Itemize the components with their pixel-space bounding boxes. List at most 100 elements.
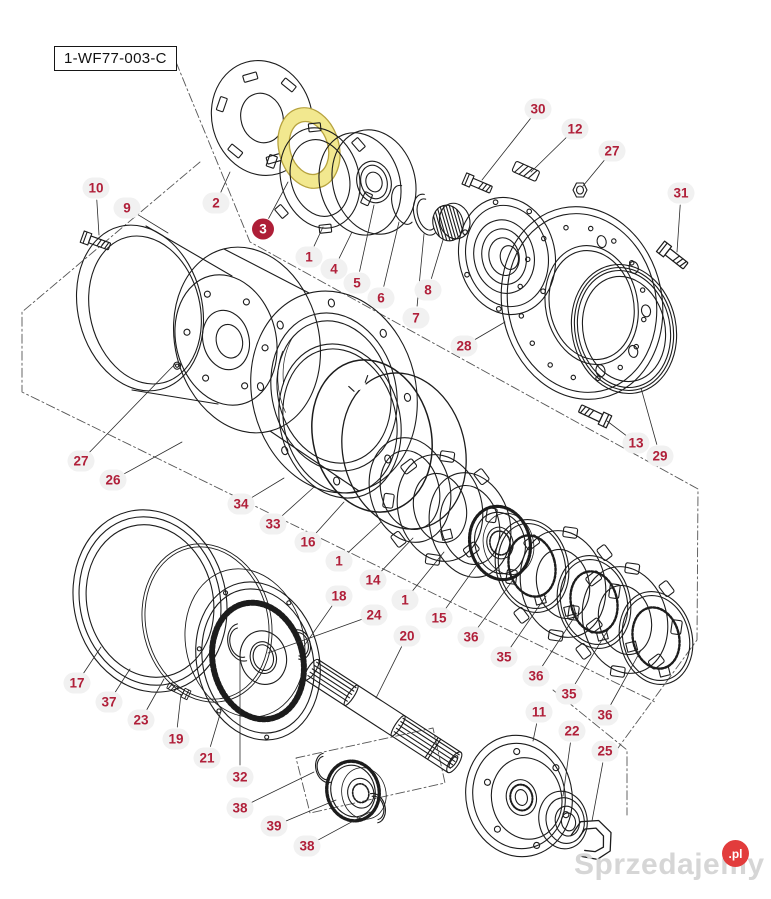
leader-line-22 — [562, 742, 571, 797]
leader-line-11 — [532, 723, 537, 742]
leader-line-2 — [220, 171, 231, 193]
callout-31: 31 — [667, 182, 695, 204]
leader-line-10 — [96, 199, 100, 236]
leader-line-12 — [530, 136, 567, 173]
callout-6: 6 — [367, 287, 395, 309]
circlip-right — [291, 629, 312, 660]
callout-1: 1 — [391, 589, 419, 611]
leader-line-36 — [610, 649, 642, 705]
callout-39: 39 — [260, 815, 288, 837]
leader-line-5 — [359, 204, 375, 272]
leader-line-15 — [445, 561, 480, 609]
leader-line-35 — [574, 629, 609, 685]
callout-27: 27 — [598, 140, 626, 162]
callout-7: 7 — [402, 307, 430, 329]
callout-35: 35 — [555, 683, 583, 705]
callout-26: 26 — [99, 469, 127, 491]
callout-18: 18 — [325, 585, 353, 607]
leader-line-19 — [176, 693, 182, 728]
leader-line-34 — [250, 477, 285, 499]
phantom-lines — [21, 61, 699, 816]
callout-3: 3 — [252, 218, 274, 240]
callout-10: 10 — [82, 177, 110, 199]
callout-15: 15 — [425, 607, 453, 629]
leader-line-38 — [317, 811, 371, 841]
leader-line-1 — [313, 226, 324, 247]
leader-line-33 — [281, 486, 315, 517]
callout-1: 1 — [325, 550, 353, 572]
callout-33: 33 — [259, 513, 287, 535]
leader-line-36 — [542, 612, 578, 667]
callout-12: 12 — [561, 118, 589, 140]
leader-line-21 — [209, 710, 222, 747]
circlip-38-b — [369, 792, 386, 824]
callout-19: 19 — [162, 728, 190, 750]
callout-17: 17 — [63, 672, 91, 694]
leader-line-24 — [267, 618, 364, 654]
part-axle-shaft-20 — [303, 658, 463, 774]
leader-line-8 — [430, 239, 444, 279]
leader-line-38 — [250, 771, 315, 804]
callout-35: 35 — [490, 646, 518, 668]
callout-36: 36 — [457, 626, 485, 648]
leader-line-3 — [268, 181, 289, 219]
drawing-number: 1-WF77-003-C — [64, 50, 167, 67]
part-planet-carrier-21 — [195, 581, 321, 741]
nut-27 — [572, 182, 588, 198]
callout-38: 38 — [226, 797, 254, 819]
callout-5: 5 — [343, 272, 371, 294]
leader-line-4 — [338, 231, 353, 259]
leader-line-25 — [591, 762, 604, 822]
leader-line-16 — [315, 501, 345, 534]
leader-line-31 — [676, 204, 681, 253]
callout-37: 37 — [95, 691, 123, 713]
leader-line-26 — [123, 441, 183, 475]
callout-34: 34 — [227, 493, 255, 515]
leader-line-28 — [473, 321, 506, 341]
leader-line-14 — [380, 537, 414, 572]
part-housing-26 — [172, 246, 418, 494]
callout-25: 25 — [591, 740, 619, 762]
callout-4: 4 — [320, 258, 348, 280]
drawing-number-box: 1-WF77-003-C — [54, 46, 177, 71]
part-snap-ring-6 — [391, 184, 413, 225]
leader-line-35 — [510, 595, 547, 648]
callout-23: 23 — [127, 709, 155, 731]
part-seal-ring-3-highlighted — [277, 107, 341, 189]
callout-2: 2 — [202, 192, 230, 214]
part-ring-23 — [184, 568, 306, 718]
callout-27: 27 — [67, 450, 95, 472]
callout-20: 20 — [393, 625, 421, 647]
circlip-32 — [227, 623, 248, 662]
part-ring-33 — [311, 359, 433, 513]
leader-line-37 — [115, 668, 131, 693]
leader-line-39 — [284, 799, 337, 822]
callout-11: 11 — [525, 701, 553, 723]
leader-line-6 — [383, 221, 400, 287]
watermark-pl-badge: .pl — [722, 840, 749, 867]
leader-line-17 — [83, 646, 102, 674]
callout-28: 28 — [450, 335, 478, 357]
callout-9: 9 — [113, 197, 141, 219]
leader-line-27 — [582, 159, 605, 187]
callout-8: 8 — [414, 279, 442, 301]
callout-1: 1 — [295, 246, 323, 268]
stud-12 — [511, 161, 540, 182]
leader-line-27 — [89, 363, 176, 453]
callout-32: 32 — [226, 766, 254, 788]
callout-29: 29 — [646, 445, 674, 467]
callout-22: 22 — [558, 720, 586, 742]
leader-line-1 — [412, 551, 445, 592]
callout-16: 16 — [294, 531, 322, 553]
callout-13: 13 — [622, 432, 650, 454]
part-gear-39 — [325, 759, 387, 823]
leader-line-20 — [375, 646, 403, 699]
leader-line-18 — [303, 605, 333, 647]
callout-36: 36 — [591, 704, 619, 726]
leader-line-30 — [481, 118, 531, 181]
leader-line-23 — [146, 678, 165, 710]
callout-21: 21 — [193, 747, 221, 769]
